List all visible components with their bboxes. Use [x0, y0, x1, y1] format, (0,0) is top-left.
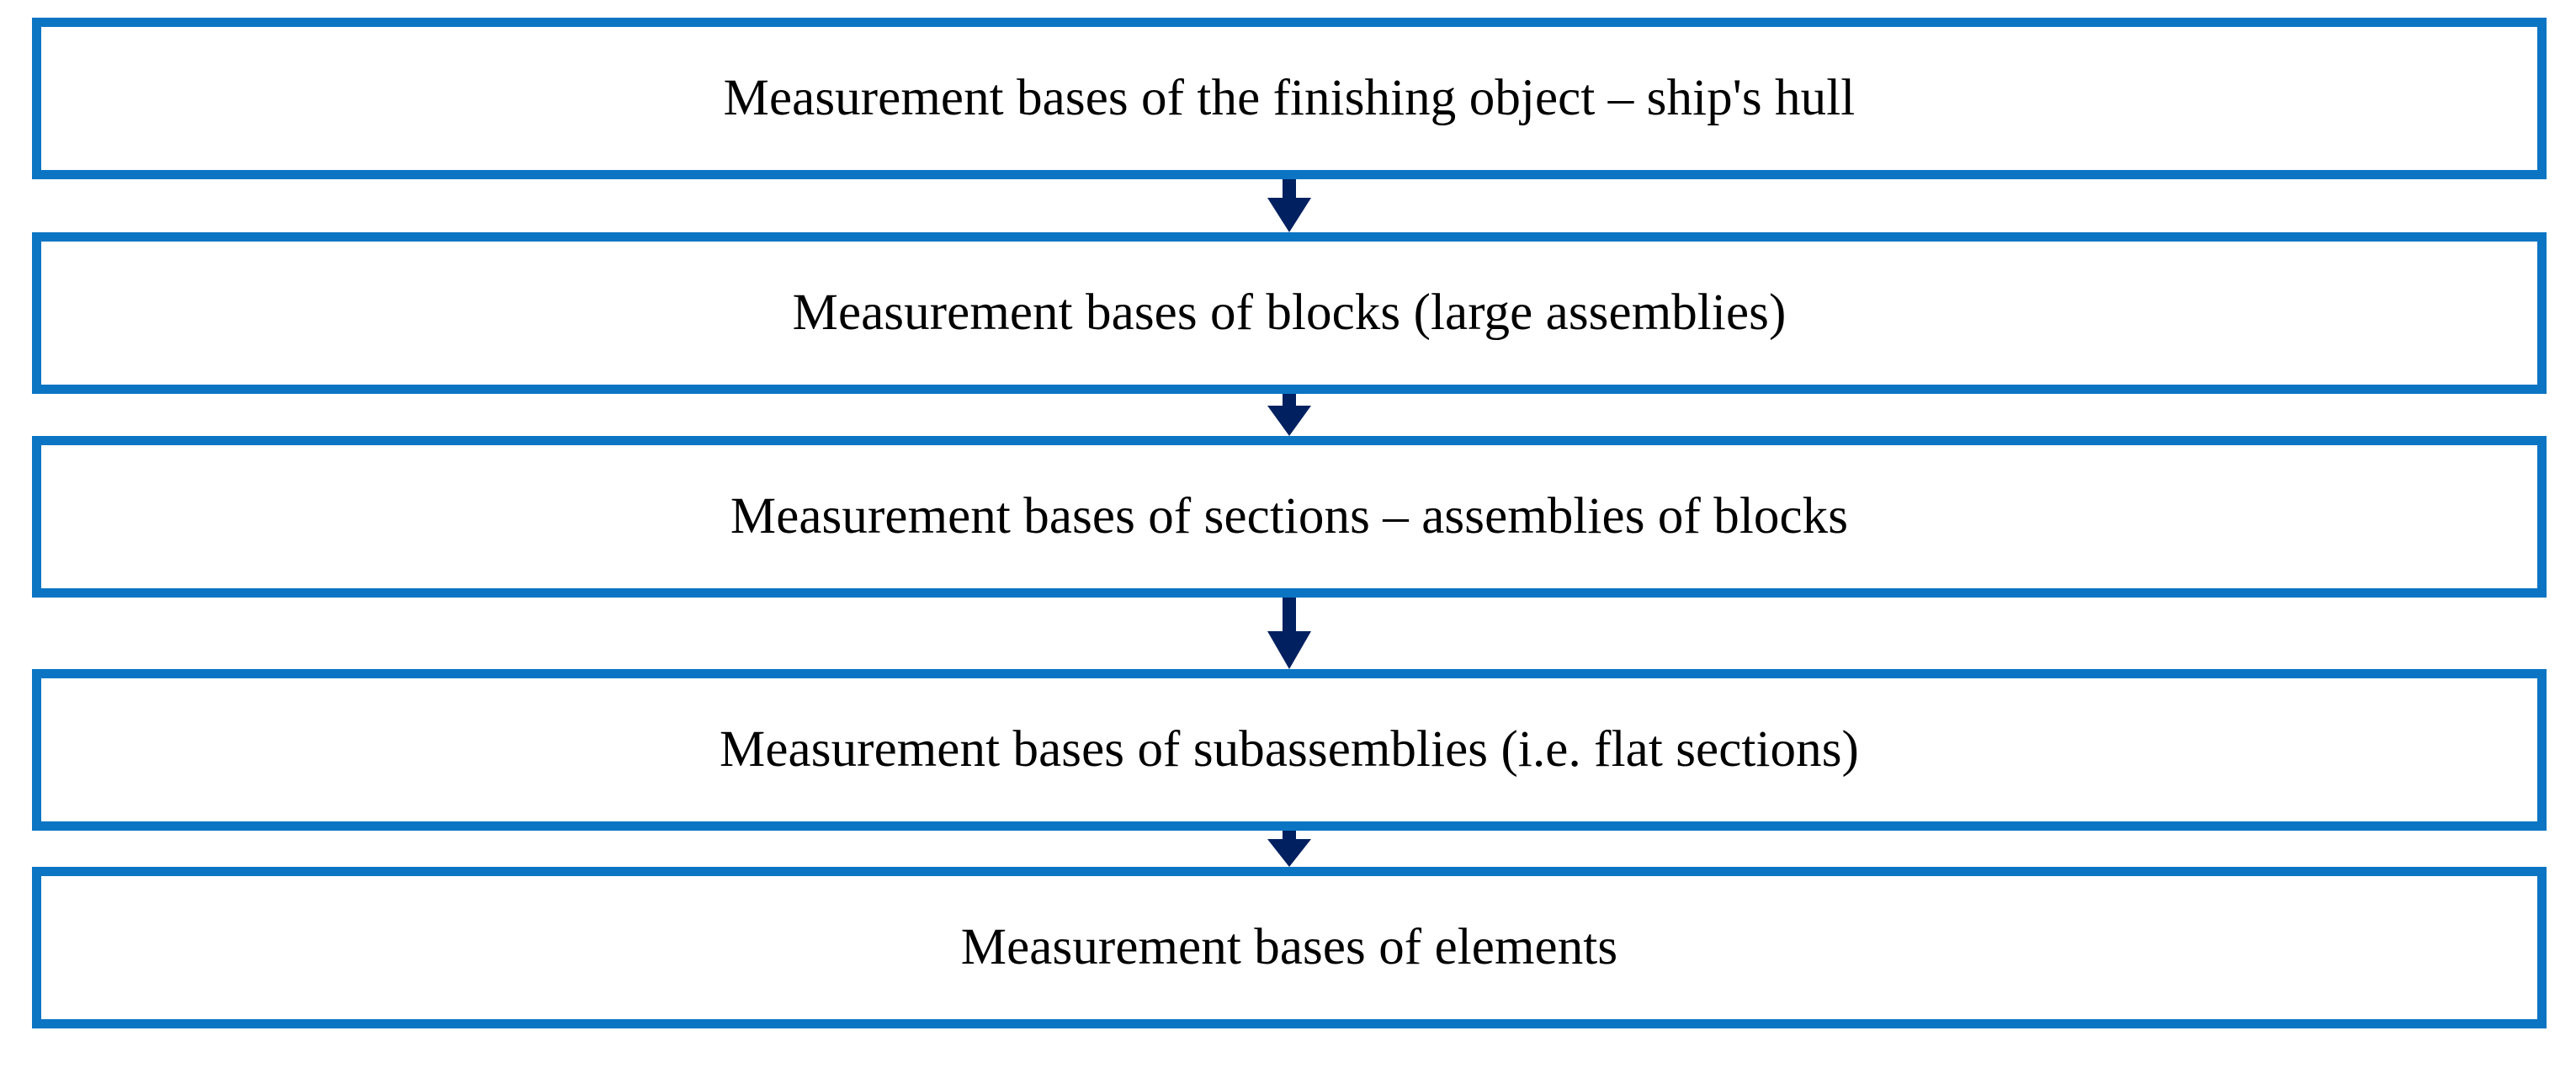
flow-node-3[interactable]: Measurement bases of sections – assembli… [32, 436, 2547, 598]
flow-arrow-1-head [1267, 198, 1311, 232]
flow-arrow-3-head [1267, 631, 1311, 669]
flow-arrow-2-shaft [1283, 394, 1296, 406]
flow-node-5-label: Measurement bases of elements [960, 919, 1618, 976]
flow-arrow-4-down-icon [1267, 831, 1311, 867]
flow-node-4-label: Measurement bases of subassemblies (i.e.… [720, 721, 1859, 778]
flow-node-4[interactable]: Measurement bases of subassemblies (i.e.… [32, 669, 2547, 831]
flow-arrow-1-shaft [1283, 179, 1296, 198]
flow-arrow-4-shaft [1283, 831, 1296, 839]
flow-node-3-label: Measurement bases of sections – assembli… [730, 488, 1849, 545]
flow-node-2[interactable]: Measurement bases of blocks (large assem… [32, 232, 2547, 394]
flow-node-1-label: Measurement bases of the finishing objec… [723, 70, 1856, 127]
flow-arrow-2-down-icon [1267, 394, 1311, 436]
flow-node-2-label: Measurement bases of blocks (large assem… [792, 284, 1787, 342]
flow-arrow-1-down-icon [1267, 179, 1311, 232]
flow-arrow-3-down-icon [1267, 598, 1311, 669]
flow-arrow-4-head [1267, 839, 1311, 867]
flow-node-5[interactable]: Measurement bases of elements [32, 867, 2547, 1028]
flow-arrow-2-head [1267, 406, 1311, 436]
flow-node-1[interactable]: Measurement bases of the finishing objec… [32, 18, 2547, 179]
flow-arrow-3-shaft [1283, 598, 1296, 631]
